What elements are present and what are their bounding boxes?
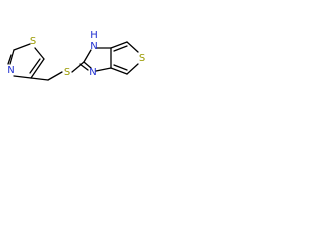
bond-c-c3a-inner	[113, 64, 128, 71]
bond-thiazole-c4-c5-inner	[29, 58, 41, 74]
imidazole-nitrogen-label: N	[89, 67, 96, 78]
bond-thiazole-c4-c5	[30, 58, 45, 79]
structure-canvas: S N S N H N S	[0, 0, 206, 111]
bond-thiazole-c5-s1	[34, 47, 45, 60]
thiophene-sulfur-label: S	[139, 53, 145, 64]
imidazole-ring	[79, 47, 112, 72]
molecule-structure: S N S N H N S	[7, 30, 145, 81]
bond-c7a-c-inner	[113, 45, 128, 52]
bond-c3a-n3	[95, 67, 112, 72]
bond-c7a-c	[110, 41, 128, 49]
bond-thiazole-s1-c2	[13, 43, 31, 51]
thioether-sulfur-label: S	[64, 67, 70, 78]
bond-c-s	[126, 41, 139, 53]
thiazole-sulfur-label: S	[30, 36, 36, 47]
bond-thiazole-n3-c4	[13, 75, 32, 79]
bond-s-c	[126, 63, 139, 75]
bond-c-c3a	[110, 67, 128, 75]
bond-c4-ch2	[30, 77, 49, 81]
thiazole-ring	[7, 43, 45, 79]
imidazole-nh-nitrogen-label: N	[90, 41, 97, 52]
bond-s-c2im	[71, 61, 85, 73]
linker	[30, 61, 85, 81]
thiazole-nitrogen-label: N	[7, 65, 14, 76]
bond-n3-c2im-inner	[79, 63, 89, 71]
bond-thiazole-c2-n3	[9, 49, 15, 65]
bond-thiazole-c2-n3-inner	[7, 54, 12, 65]
imidazole-hydrogen-label: H	[90, 30, 98, 41]
bond-c2im-n1h	[83, 49, 92, 63]
bond-n3-c2im	[83, 61, 92, 69]
bond-ch2-s	[47, 71, 63, 81]
thiophene-ring	[110, 41, 139, 75]
